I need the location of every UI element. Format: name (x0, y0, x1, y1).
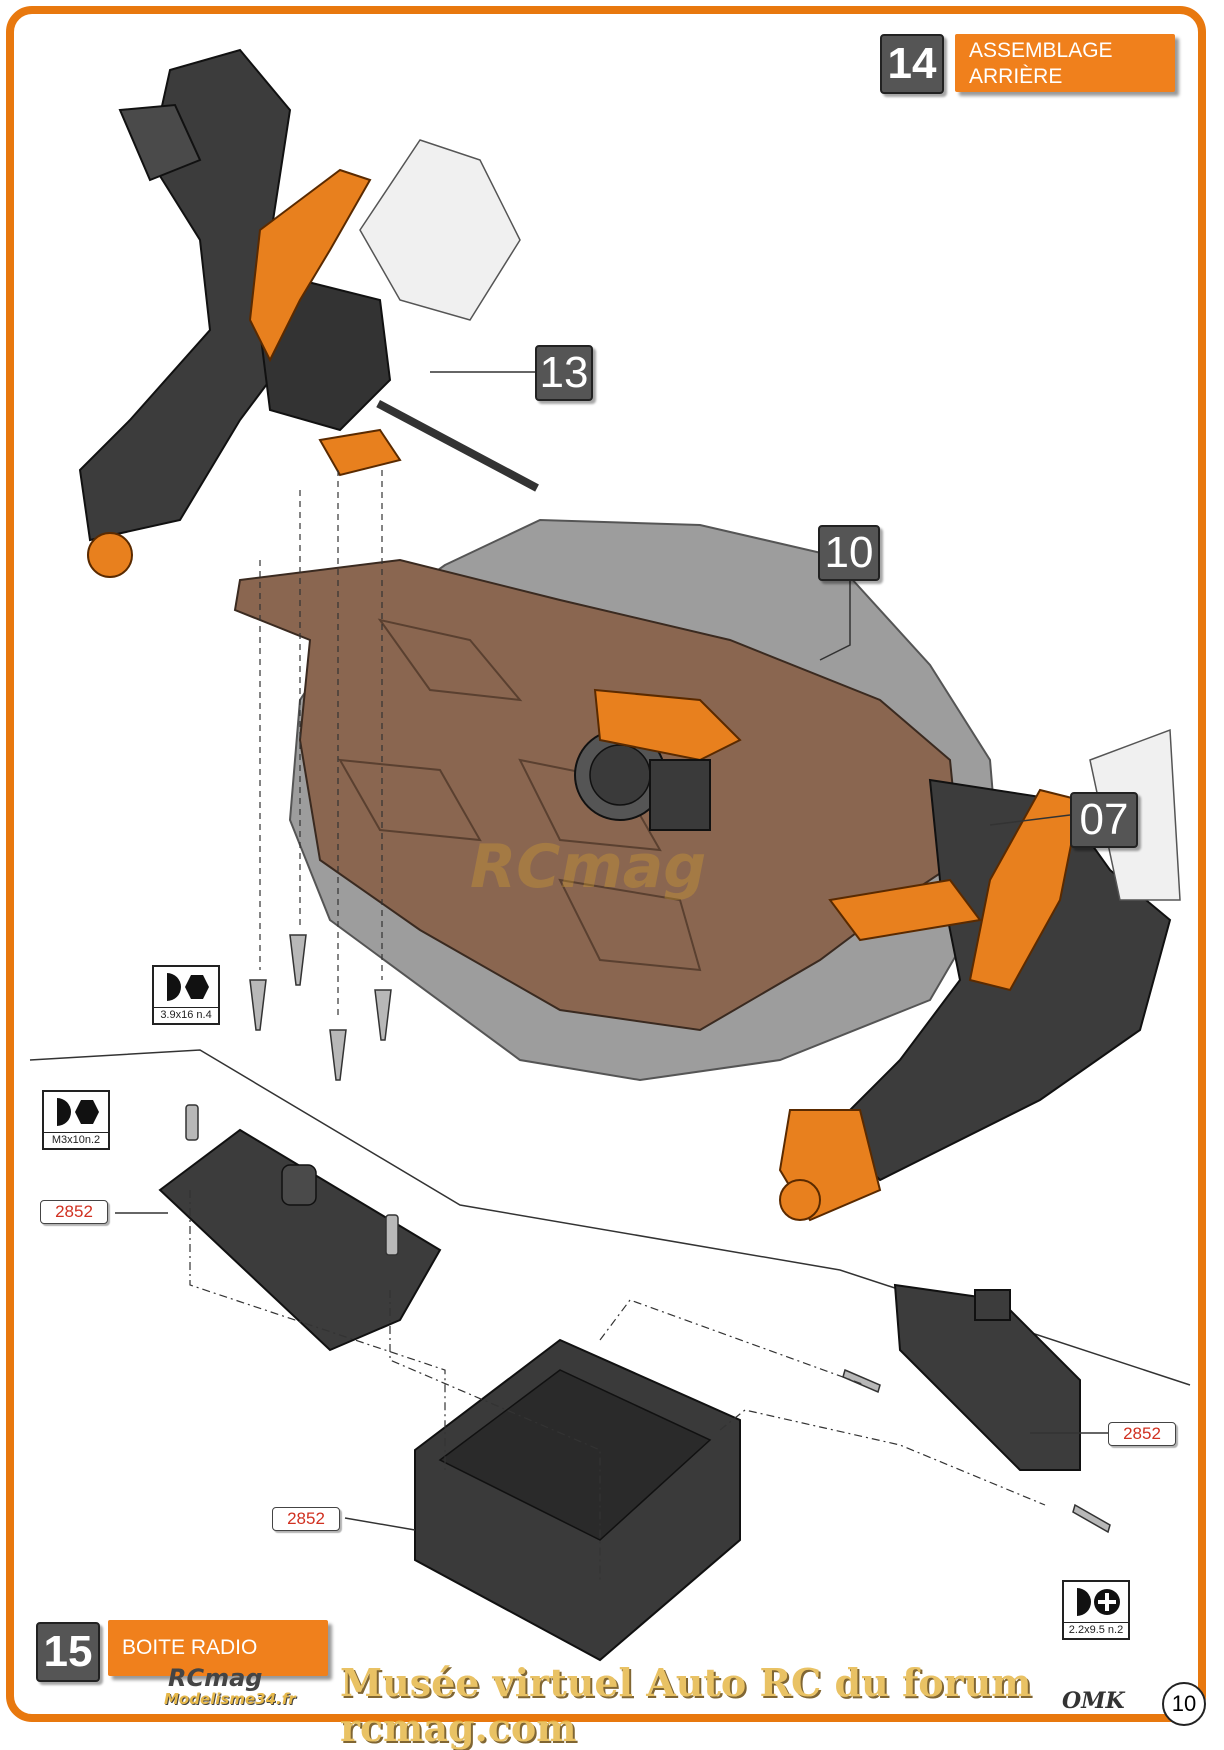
center-watermark: RCmag (470, 832, 707, 902)
half-circle-hex-icon (154, 967, 218, 1007)
part-ref-lid: 2852 (40, 1200, 108, 1224)
step-14-title: ASSEMBLAGE ARRIÈRE (955, 34, 1175, 92)
step-14-number: 14 (880, 34, 944, 94)
screw-guide-lines (259, 470, 383, 1020)
rcmag-logo: RCmag (168, 1664, 263, 1692)
screw-spec-chassis: 3.9x16 n.4 (152, 965, 220, 1025)
screw-spec-chassis-text: 3.9x16 n.4 (154, 1007, 218, 1023)
rear-assembly (78, 48, 539, 578)
chassis-screws (249, 934, 392, 1081)
footer-watermark: Musée virtuel Auto RC du forum rcmag.com (340, 1660, 1032, 1750)
callout-07: 07 (1070, 792, 1138, 848)
part-ref-side-cover: 2852 (1108, 1422, 1176, 1446)
step-14-title-line2: ARRIÈRE (969, 65, 1063, 88)
step-14-title-line1: ASSEMBLAGE (969, 39, 1113, 62)
callout-10: 10 (818, 525, 880, 581)
modelisme-logo: Modelisme34.fr (164, 1690, 296, 1708)
radio-box-guide-lines (189, 1190, 1046, 1580)
screw-spec-lid: M3x10n.2 (42, 1090, 110, 1150)
half-circle-phillips-icon (1064, 1582, 1128, 1622)
screw-spec-lid-text: M3x10n.2 (44, 1132, 108, 1148)
radio-box-lid (158, 1128, 442, 1352)
callout-leaders (115, 371, 1108, 1531)
half-circle-hex-icon (44, 1092, 108, 1132)
radio-box-body (414, 1338, 741, 1662)
radio-box-side-cover (893, 1283, 1081, 1471)
front-assembly (778, 728, 1181, 1222)
step-15-number: 15 (36, 1622, 100, 1682)
brand-logo: OMK (1062, 1688, 1125, 1714)
callout-13: 13 (535, 345, 593, 401)
page-number: 10 (1162, 1682, 1206, 1726)
part-ref-box: 2852 (272, 1507, 340, 1531)
screw-spec-side-cover-text: 2.2x9.5 n.2 (1064, 1622, 1128, 1638)
screw-spec-side-cover: 2.2x9.5 n.2 (1062, 1580, 1130, 1640)
step-15-title: BOITE RADIO (108, 1620, 328, 1676)
radio-box-screws (185, 1104, 1111, 1534)
center-differential (574, 688, 742, 831)
step-15-title-line1: BOITE RADIO (122, 1636, 258, 1659)
